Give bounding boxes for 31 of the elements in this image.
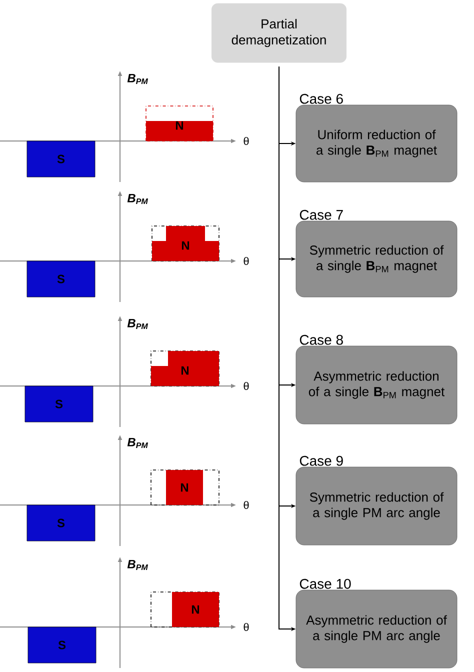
- south-pole-box: S: [26, 260, 96, 298]
- north-pole-block: N: [146, 106, 214, 142]
- axis-label: B$_{PM}$: [127, 74, 148, 84]
- south-pole-box: S: [24, 386, 94, 422]
- axis-label: θ: [244, 622, 249, 632]
- axis-label: θ: [244, 256, 249, 266]
- axis-label: θ: [244, 500, 249, 510]
- case-heading: Case 7: [300, 210, 343, 220]
- process-box: Partial demagnetization: [211, 3, 347, 63]
- axis-label: B$_{PM}$: [127, 438, 148, 448]
- case-box: Symmetric reduction of a single PM arc angle: [296, 466, 458, 546]
- case-heading: Case 8: [300, 334, 343, 345]
- north-pole-block: N: [150, 470, 220, 506]
- case-box: Symmetric reduction of a single B$_{PM}$ magnet: [296, 220, 458, 298]
- case-heading: Case 9: [300, 456, 343, 466]
- south-pole-box: S: [26, 504, 96, 542]
- north-pole-block: N: [150, 350, 220, 386]
- case-heading: Case 10: [300, 578, 351, 589]
- axis-label: θ: [244, 136, 249, 146]
- south-pole-box: S: [28, 626, 96, 664]
- case-heading: Case 6: [300, 94, 343, 104]
- axis-label: B$_{PM}$: [127, 560, 148, 570]
- north-pole-block: N: [150, 592, 220, 628]
- case-box: Asymmetric reduction of a single PM arc angle: [296, 590, 458, 668]
- axis-label: B$_{PM}$: [127, 318, 148, 330]
- axis-label: B$_{PM}$: [127, 194, 148, 204]
- case-box: Asymmetric reduction of a single B$_{PM}$ magnet: [296, 346, 458, 424]
- north-pole-block: N: [152, 226, 220, 262]
- case-box: Uniform reduction of a single B$_{PM}$ magnet: [296, 104, 458, 182]
- axis-label: θ: [244, 382, 249, 390]
- south-pole-box: S: [26, 140, 96, 178]
